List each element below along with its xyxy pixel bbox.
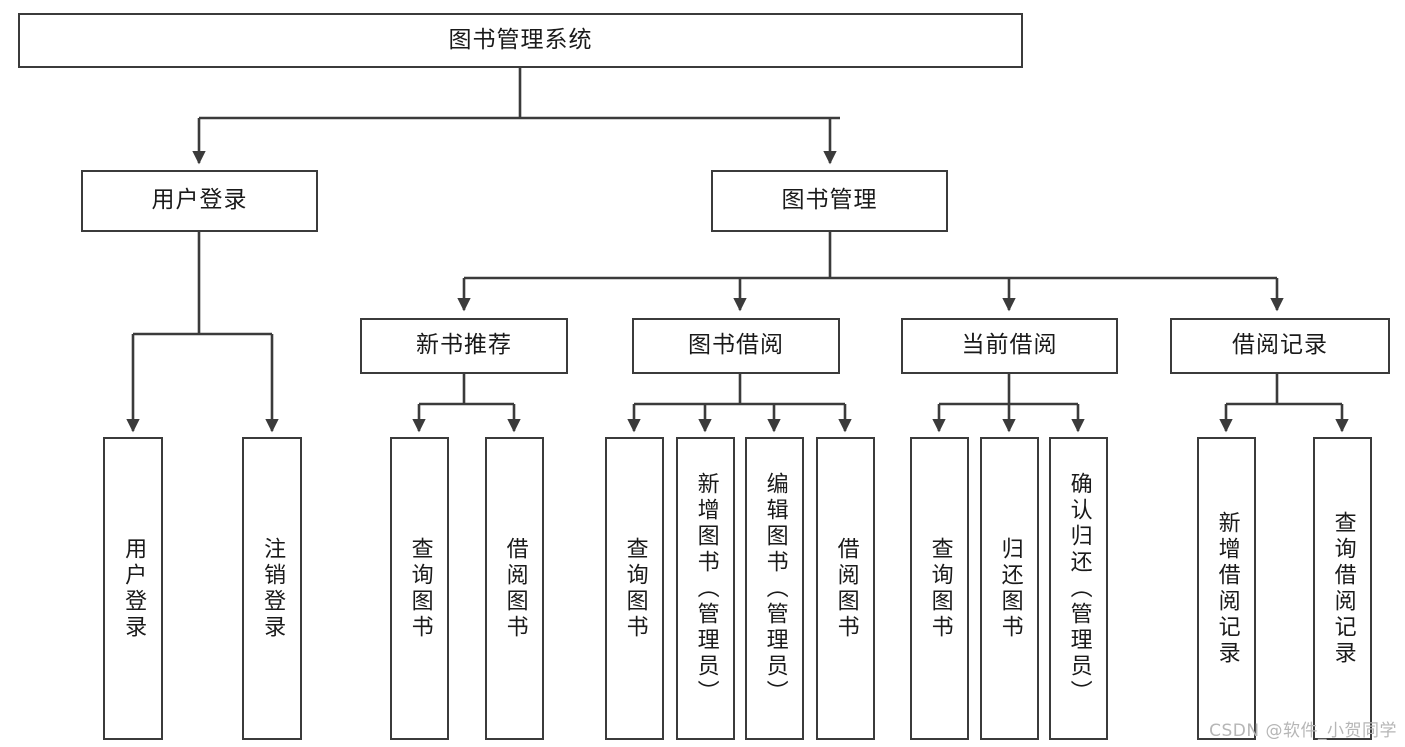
node-label: 新书推荐: [416, 332, 512, 359]
leaf-confirm-return-admin[interactable]: 确认归还（管理员）: [1049, 437, 1108, 740]
node-label: 用户登录: [121, 536, 147, 641]
node-label: 图书借阅: [688, 332, 784, 359]
node-label: 新增借阅记录: [1214, 510, 1240, 667]
leaf-borrow-book-new[interactable]: 借阅图书: [485, 437, 544, 740]
leaf-query-borrow-record[interactable]: 查询借阅记录: [1313, 437, 1372, 740]
leaf-logout[interactable]: 注销登录: [242, 437, 302, 740]
node-label: 借阅记录: [1232, 332, 1328, 359]
node-user-login[interactable]: 用户登录: [81, 170, 318, 232]
leaf-borrow-book[interactable]: 借阅图书: [816, 437, 875, 740]
node-borrow-records[interactable]: 借阅记录: [1170, 318, 1390, 374]
node-label: 查询图书: [622, 536, 648, 641]
leaf-query-book-new[interactable]: 查询图书: [390, 437, 449, 740]
node-label: 查询借阅记录: [1330, 510, 1356, 667]
leaf-user-login[interactable]: 用户登录: [103, 437, 163, 740]
node-book-borrow[interactable]: 图书借阅: [632, 318, 840, 374]
node-label: 借阅图书: [502, 536, 528, 641]
node-label: 图书管理系统: [448, 26, 593, 53]
csdn-watermark: CSDN @软件_小贺同学: [1209, 721, 1397, 741]
leaf-return-book[interactable]: 归还图书: [980, 437, 1039, 740]
node-label: 归还图书: [997, 536, 1023, 641]
node-label: 查询图书: [407, 536, 433, 641]
node-label: 借阅图书: [833, 536, 859, 641]
leaf-add-book-admin[interactable]: 新增图书（管理员）: [676, 437, 735, 740]
node-label: 用户登录: [151, 187, 248, 214]
leaf-add-borrow-record[interactable]: 新增借阅记录: [1197, 437, 1256, 740]
node-current-borrow[interactable]: 当前借阅: [901, 318, 1118, 374]
leaf-edit-book-admin[interactable]: 编辑图书（管理员）: [745, 437, 804, 740]
leaf-query-book-current[interactable]: 查询图书: [910, 437, 969, 740]
node-label: 查询图书: [927, 536, 953, 641]
node-label: 编辑图书（管理员）: [762, 471, 788, 706]
node-root-system[interactable]: 图书管理系统: [18, 13, 1023, 68]
node-label: 图书管理: [781, 187, 878, 214]
node-label: 新增图书（管理员）: [693, 471, 719, 706]
node-label: 确认归还（管理员）: [1066, 471, 1092, 706]
node-label: 注销登录: [260, 536, 286, 641]
node-label: 当前借阅: [961, 332, 1058, 359]
node-new-book-recommend[interactable]: 新书推荐: [360, 318, 568, 374]
leaf-query-book-borrow[interactable]: 查询图书: [605, 437, 664, 740]
node-book-management[interactable]: 图书管理: [711, 170, 948, 232]
